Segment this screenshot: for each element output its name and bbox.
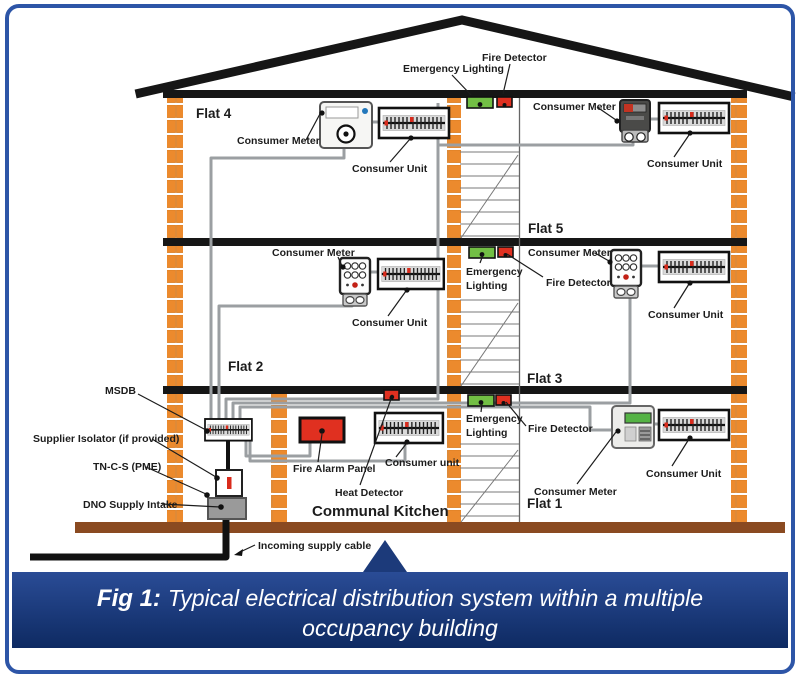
- masonry-columns: [167, 88, 747, 524]
- roof: [134, 15, 796, 102]
- flat2-name: Flat 2: [228, 359, 263, 374]
- flat1-consumer-unit: [657, 408, 731, 442]
- fire-detector-ground: [495, 394, 512, 406]
- diagram-labels: Emergency Lighting Fire Detector Flat 4 …: [33, 52, 724, 552]
- distribution-cables: [209, 103, 659, 463]
- flat2-consumer-unit: [376, 257, 446, 291]
- fire-detector-flat3: [497, 246, 514, 258]
- flat4-consumer-unit-label: Consumer Unit: [352, 163, 428, 175]
- flat5-consumer-meter: [619, 99, 651, 143]
- cable-fire-alarm-loop: [244, 440, 312, 458]
- leader-lines: [137, 63, 690, 554]
- supplier-isolator: [215, 469, 243, 497]
- cable-communal-riser: [224, 103, 440, 420]
- cable-kitchen-unit-loop: [248, 440, 407, 463]
- communal-kitchen-label: Communal Kitchen: [312, 503, 449, 520]
- caption-pointer-triangle: [363, 540, 407, 572]
- emergency-light-top: [466, 96, 494, 109]
- flat1-consumer-unit-label: Consumer Unit: [646, 468, 722, 480]
- flat4-consumer-unit: [377, 106, 451, 140]
- ground-emergency-lighting-label-line1: Emergency: [466, 413, 523, 425]
- emergency-light-ground: [467, 394, 495, 407]
- flat5-consumer-unit-label: Consumer Unit: [647, 158, 723, 170]
- cable-flat1-feed: [238, 405, 613, 432]
- dno-supply-intake: [207, 497, 247, 520]
- flat1-name: Flat 1: [527, 496, 563, 511]
- flat3-emergency-lighting-label-line1: Emergency: [466, 266, 523, 278]
- supplier-isolator-label: Supplier Isolator (if provided): [33, 433, 179, 445]
- top-fire-detector-label: Fire Detector: [482, 52, 547, 64]
- figure-frame-border: [5, 4, 795, 674]
- slab-top-ceiling: [163, 90, 747, 98]
- tncs-pme-label: TN-C-S (PME): [93, 461, 161, 473]
- flat3-consumer-unit-label: Consumer Unit: [648, 309, 724, 321]
- flat3-emergency-lighting-label-line2: Lighting: [466, 280, 507, 292]
- flat3-consumer-unit: [657, 250, 731, 284]
- kitchen-consumer-unit: [373, 411, 445, 445]
- stairwell: [460, 98, 521, 524]
- floor-slabs: [163, 90, 747, 394]
- heat-detector-label: Heat Detector: [335, 487, 403, 499]
- column-stairwell: [447, 98, 461, 524]
- flat3-consumer-meter: [609, 248, 643, 300]
- flat2-consumer-unit-label: Consumer Unit: [352, 317, 428, 329]
- column-ground-inner: [271, 394, 287, 524]
- msdb: [204, 418, 253, 442]
- slab-first-floor: [163, 386, 747, 394]
- incoming-cable-arrowhead: [234, 549, 243, 556]
- caption-line2: occupancy building: [302, 615, 498, 641]
- flat3-fire-detector-label: Fire Detector: [546, 277, 611, 289]
- flat1-consumer-meter-label: Consumer Meter: [534, 486, 617, 498]
- leader-dots: [204, 110, 693, 510]
- caption-fig-label: Fig 1:: [97, 585, 161, 612]
- cable-flat3-feed: [231, 288, 632, 420]
- flat1-consumer-meter: [611, 405, 655, 449]
- flat4-name: Flat 4: [196, 106, 232, 121]
- flat3-name: Flat 3: [527, 371, 563, 386]
- top-emergency-lighting-label: Emergency Lighting: [403, 63, 504, 75]
- flat5-consumer-meter-label: Consumer Meter: [533, 101, 616, 113]
- incoming-supply-cable-label: Incoming supply cable: [258, 540, 371, 552]
- flat5-consumer-unit: [657, 101, 731, 135]
- fire-alarm-panel-label: Fire Alarm Panel: [293, 463, 376, 475]
- fire-detector-top: [496, 96, 513, 108]
- flat5-name: Flat 5: [528, 221, 564, 236]
- flat2-consumer-meter-label: Consumer Meter: [272, 247, 355, 259]
- dno-supply-intake-label: DNO Supply Intake: [83, 499, 178, 511]
- column-right: [731, 95, 747, 524]
- incoming-supply-cable: [30, 516, 230, 561]
- cable-flat4-feed: [209, 146, 346, 420]
- flat4-consumer-meter: [319, 101, 373, 149]
- msdb-label: MSDB: [105, 385, 136, 397]
- kitchen-consumer-unit-label: Consumer unit: [385, 457, 460, 469]
- ground-fire-detector-label: Fire Detector: [528, 423, 593, 435]
- flat3-consumer-meter-label: Consumer Meter: [528, 247, 611, 259]
- caption-band: [12, 572, 788, 648]
- flat4-consumer-meter-label: Consumer Meter: [237, 135, 320, 147]
- ground-emergency-lighting-label-line2: Lighting: [466, 427, 507, 439]
- caption-text-line1: Typical electrical distribution system w…: [168, 585, 703, 611]
- caption-line1: Fig 1: Typical electrical distribution sy…: [97, 585, 703, 612]
- ground-level-bar: [75, 522, 785, 533]
- column-left: [167, 88, 183, 524]
- slab-second-floor: [163, 238, 747, 246]
- caption-banner: Fig 1: Typical electrical distribution sy…: [12, 540, 788, 648]
